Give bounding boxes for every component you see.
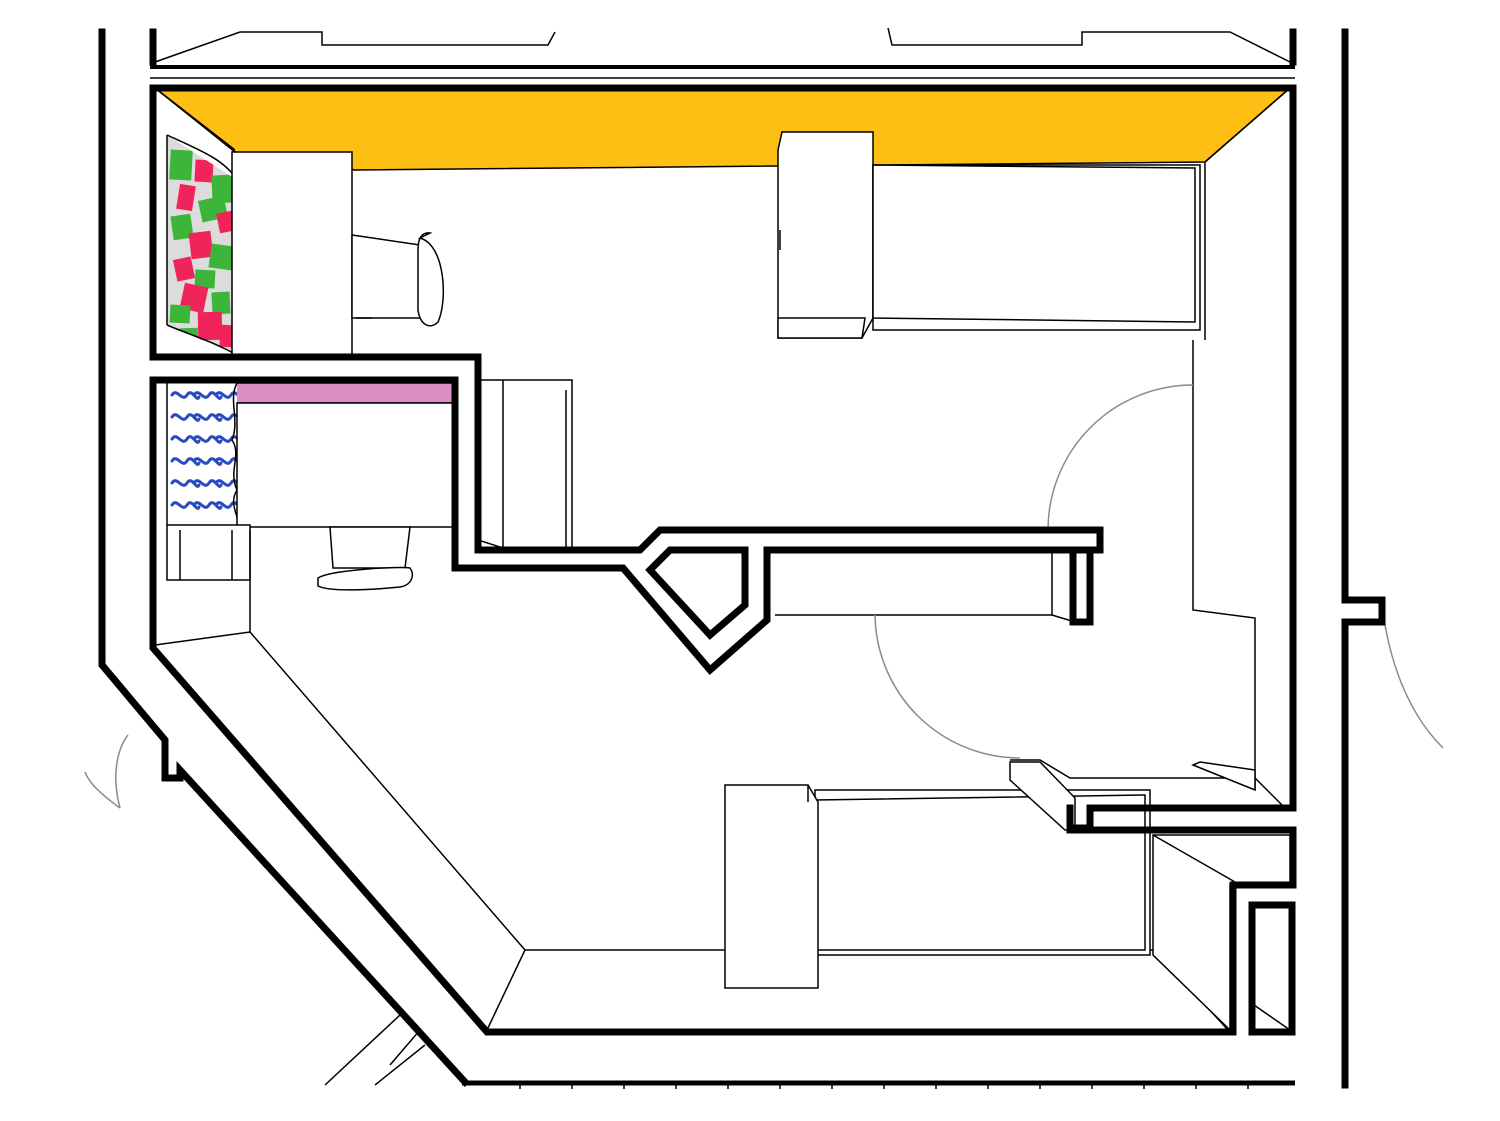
hallway-edge — [1192, 340, 1256, 790]
wall-pier — [1069, 546, 1094, 626]
chair-room-1 — [351, 232, 445, 327]
room-1-ceiling-edge — [154, 87, 236, 151]
counter — [775, 549, 1053, 616]
curtain-room-2-outline — [166, 382, 239, 526]
door-swing-room-2 — [874, 614, 1021, 759]
walls — [98, 28, 1386, 1089]
top-structure — [150, 27, 1295, 79]
bottom-structure — [324, 1014, 1295, 1089]
bed-room-1 — [872, 164, 1201, 331]
room-1-ceiling-edge — [1204, 87, 1291, 163]
column-lower-right — [1251, 904, 1293, 1033]
bed-lower — [814, 789, 1151, 956]
door-swing-hall — [1047, 384, 1194, 531]
lower-floor-edge — [525, 949, 1229, 1031]
room-2-floor-edge — [154, 631, 526, 1031]
room-2 — [154, 379, 573, 1031]
door-swing-lower-left — [84, 734, 129, 809]
room-1 — [152, 87, 1293, 357]
inner-wall-outline — [149, 84, 1297, 1036]
desk-room-2 — [236, 402, 456, 528]
curtain-room-1 — [167, 135, 237, 355]
wardrobe-room-2 — [477, 379, 573, 549]
wardrobe-lower — [724, 784, 819, 989]
column-edge — [1253, 1004, 1291, 1031]
desk-room-1 — [231, 151, 353, 356]
chair-room-2 — [317, 526, 413, 591]
outer-top-edge — [887, 27, 1291, 63]
stair-lines — [324, 1014, 422, 1086]
shelf-room-2 — [166, 524, 251, 581]
door-swings — [84, 384, 1444, 809]
curtain-room-2 — [167, 383, 237, 525]
bottom-ticks — [519, 1083, 1249, 1089]
outer-wall-left — [98, 28, 470, 1087]
door-swing-corridor — [1384, 624, 1444, 749]
column-pentagon — [645, 546, 749, 640]
hallway — [775, 340, 1286, 831]
wardrobe-room-1 — [777, 131, 874, 339]
furniture-lower — [525, 784, 1293, 1033]
column-wall — [1248, 901, 1296, 1036]
outer-top-edge — [154, 31, 556, 63]
hallway-edge — [1010, 759, 1286, 809]
outer-wall-right — [1341, 28, 1386, 1089]
stair-lines — [374, 1044, 426, 1086]
niche-edge — [1152, 834, 1236, 883]
door-frame-right — [1191, 761, 1256, 792]
